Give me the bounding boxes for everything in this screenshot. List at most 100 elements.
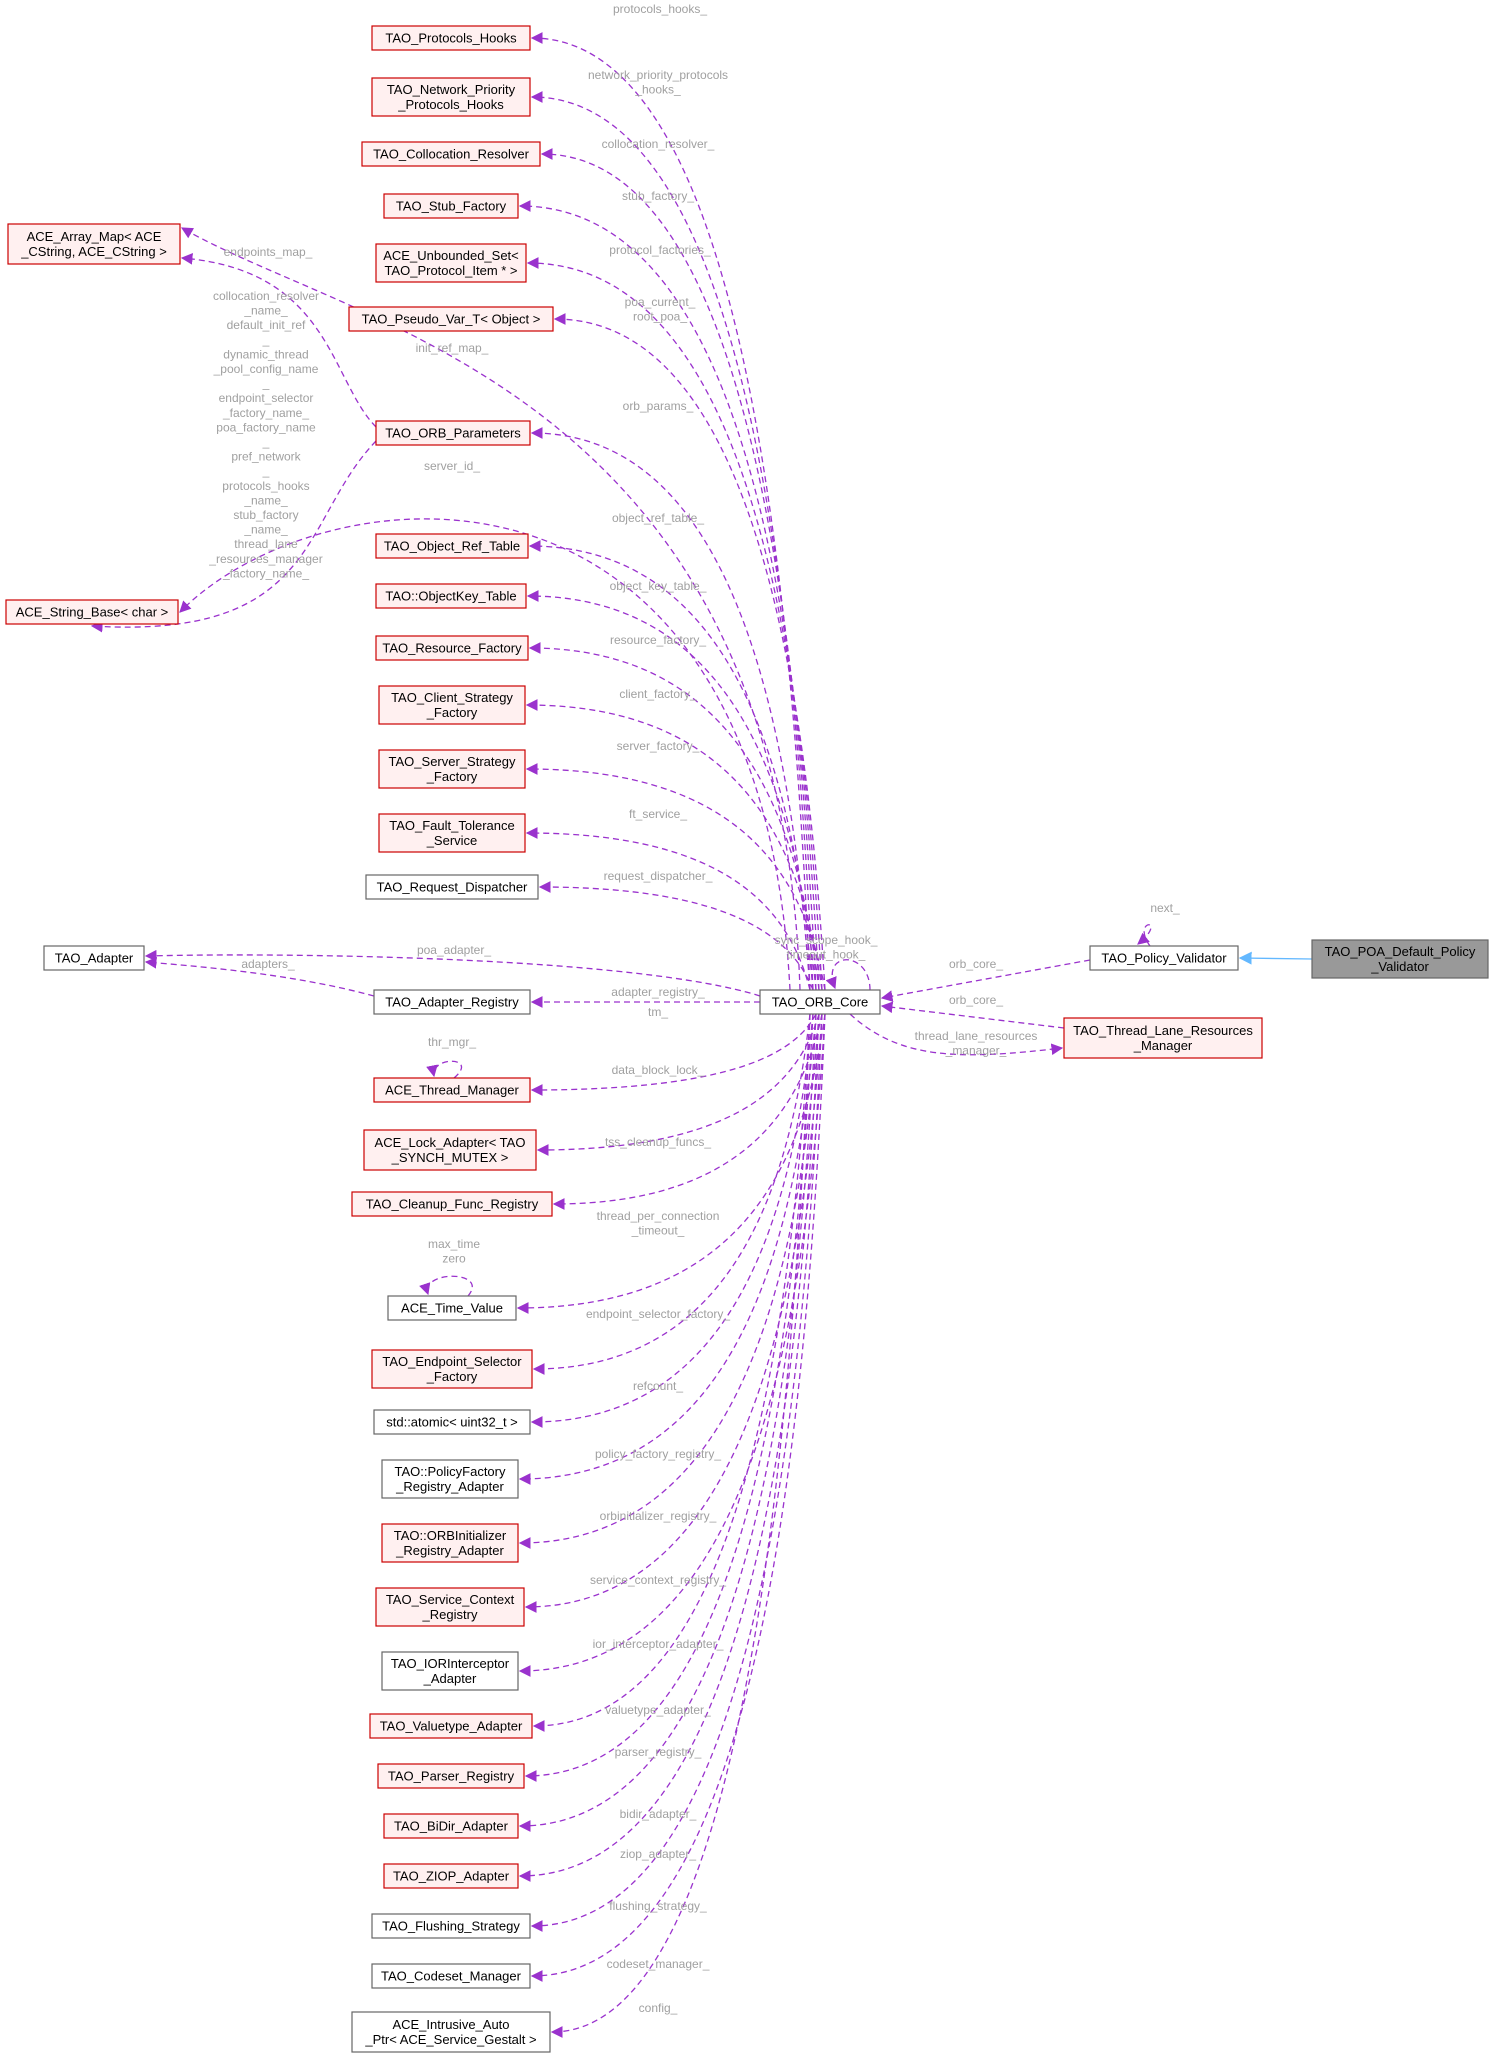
edge-intrusive bbox=[550, 1013, 811, 2038]
node-label: TAO_Pseudo_Var_T< Object > bbox=[362, 312, 541, 327]
edge-iorinterceptor bbox=[518, 1013, 826, 1677]
edge-request_dispatcher bbox=[538, 881, 814, 991]
node-flushing[interactable]: TAO_Flushing_Strategy bbox=[371, 1913, 531, 1939]
node-collocation-resolver[interactable]: TAO_Collocation_Resolver bbox=[361, 141, 541, 167]
edge-label-text: _hooks_ bbox=[634, 83, 681, 97]
edge-label-text: collocation_resolver bbox=[213, 289, 319, 303]
node-iorinterceptor[interactable]: TAO_IORInterceptor_Adapter bbox=[381, 1651, 519, 1691]
edge-label-tss-cleanup: tss_cleanup_funcs_ bbox=[605, 1135, 711, 1149]
node-label: TAO::PolicyFactory bbox=[394, 1464, 506, 1479]
edge-label-text: next_ bbox=[1150, 901, 1180, 915]
edge-label-text: server_factory_ bbox=[617, 739, 700, 753]
node-object-ref-table[interactable]: TAO_Object_Ref_Table bbox=[375, 533, 529, 559]
edge-label-text: orb_core_ bbox=[949, 993, 1003, 1007]
edge-label-flushing: flushing_strategy_ bbox=[609, 1899, 707, 1913]
node-box bbox=[1063, 1017, 1263, 1059]
node-server-strategy[interactable]: TAO_Server_Strategy_Factory bbox=[378, 749, 526, 789]
node-adapter-registry[interactable]: TAO_Adapter_Registry bbox=[373, 989, 531, 1015]
edge-orb-core-pv bbox=[880, 959, 1091, 1002]
node-service-context[interactable]: TAO_Service_Context_Registry bbox=[375, 1587, 525, 1627]
node-stub-factory[interactable]: TAO_Stub_Factory bbox=[383, 193, 519, 219]
edge-label-text: _ bbox=[262, 377, 270, 391]
node-label: TAO_IORInterceptor bbox=[391, 1656, 510, 1671]
edge-label-text: poa_current_ bbox=[625, 295, 696, 309]
node-label: TAO_Endpoint_Selector bbox=[382, 1354, 522, 1369]
node-resource-factory[interactable]: TAO_Resource_Factory bbox=[375, 635, 529, 661]
node-parser-registry[interactable]: TAO_Parser_Registry bbox=[377, 1763, 525, 1789]
edge-bidir bbox=[518, 1013, 817, 1832]
edge-label-endpoint-selector: endpoint_selector_factory_ bbox=[586, 1307, 730, 1321]
node-lock-adapter[interactable]: ACE_Lock_Adapter< TAO_SYNCH_MUTEX > bbox=[363, 1129, 537, 1171]
node-box bbox=[43, 945, 145, 971]
edge-label-text: protocols_hooks bbox=[222, 479, 309, 493]
node-box bbox=[7, 223, 181, 265]
node-adapter[interactable]: TAO_Adapter bbox=[43, 945, 145, 971]
node-time-value[interactable]: ACE_Time_Value bbox=[387, 1295, 517, 1321]
node-cleanup-func[interactable]: TAO_Cleanup_Func_Registry bbox=[351, 1191, 553, 1217]
node-objectkey-table[interactable]: TAO::ObjectKey_Table bbox=[375, 583, 527, 609]
edge-label-valuetype: valuetype_adapter_ bbox=[605, 1703, 711, 1717]
node-unbounded-set[interactable]: ACE_Unbounded_Set<TAO_Protocol_Item * > bbox=[375, 243, 527, 283]
node-label: ACE_Array_Map< ACE bbox=[27, 229, 162, 244]
node-atomic[interactable]: std::atomic< uint32_t > bbox=[373, 1409, 531, 1435]
edge-label-text: _ bbox=[262, 333, 270, 347]
node-label: _Factory bbox=[426, 1369, 478, 1384]
edge-label-text: tm_ bbox=[648, 1005, 668, 1019]
node-label: ACE_Unbounded_Set< bbox=[383, 248, 519, 263]
edge-label-text: orb_core_ bbox=[949, 957, 1003, 971]
edge-label-text: request_dispatcher_ bbox=[604, 869, 713, 883]
node-pseudo-var[interactable]: TAO_Pseudo_Var_T< Object > bbox=[348, 306, 554, 332]
edge-label-text: stub_factory_ bbox=[622, 189, 694, 203]
edge-label-tm: tm_ bbox=[648, 1005, 668, 1019]
edge-network_priority bbox=[530, 91, 814, 991]
node-label: ACE_Time_Value bbox=[401, 1301, 503, 1316]
edge-policyfactory bbox=[518, 1013, 817, 1485]
node-box bbox=[371, 1913, 531, 1939]
node-array-map[interactable]: ACE_Array_Map< ACE_CString, ACE_CString … bbox=[7, 223, 181, 265]
node-label: TAO_ORB_Core bbox=[772, 995, 869, 1010]
node-policy-validator[interactable]: TAO_Policy_Validator bbox=[1089, 945, 1239, 971]
edge-label-adapters: adapters_ bbox=[241, 957, 295, 971]
node-intrusive[interactable]: ACE_Intrusive_Auto_Ptr< ACE_Service_Gest… bbox=[351, 2011, 551, 2053]
edge-label-text: _manager_ bbox=[945, 1044, 1007, 1058]
node-fault-tolerance[interactable]: TAO_Fault_Tolerance_Service bbox=[378, 813, 526, 853]
node-box bbox=[375, 583, 527, 609]
node-box bbox=[371, 77, 531, 117]
node-valuetype[interactable]: TAO_Valuetype_Adapter bbox=[369, 1713, 533, 1739]
node-box bbox=[759, 989, 881, 1015]
node-box bbox=[383, 1813, 519, 1839]
node-orb-core[interactable]: TAO_ORB_Core bbox=[759, 989, 881, 1015]
node-string-base[interactable]: ACE_String_Base< char > bbox=[5, 599, 179, 625]
edge-flushing bbox=[530, 1013, 823, 1932]
node-codeset[interactable]: TAO_Codeset_Manager bbox=[371, 1963, 531, 1989]
edge-label-text: codeset_manager_ bbox=[607, 1957, 710, 1971]
edge-label-text: orb_params_ bbox=[623, 399, 694, 413]
node-label: TAO::ORBInitializer bbox=[394, 1528, 507, 1543]
node-label: _Protocols_Hooks bbox=[397, 97, 504, 112]
node-thread-manager[interactable]: ACE_Thread_Manager bbox=[373, 1077, 531, 1103]
edge-label-server-id: server_id_ bbox=[424, 459, 480, 473]
edge-label-network-priority: network_priority_protocols_hooks_ bbox=[588, 68, 728, 97]
node-label: _Service bbox=[426, 833, 478, 848]
node-request-dispatcher[interactable]: TAO_Request_Dispatcher bbox=[365, 874, 539, 900]
node-orb-parameters[interactable]: TAO_ORB_Parameters bbox=[375, 420, 531, 446]
node-protocols-hooks[interactable]: TAO_Protocols_Hooks bbox=[371, 25, 531, 51]
node-poa-default[interactable]: TAO_POA_Default_Policy_Validator bbox=[1311, 939, 1489, 979]
node-box bbox=[5, 599, 179, 625]
edge-label-stub-factory: stub_factory_ bbox=[622, 189, 694, 203]
node-policyfactory[interactable]: TAO::PolicyFactory_Registry_Adapter bbox=[381, 1459, 519, 1499]
edge-label-text: bidir_adapter_ bbox=[620, 1807, 697, 1821]
node-endpoint-selector[interactable]: TAO_Endpoint_Selector_Factory bbox=[371, 1349, 533, 1389]
node-label: TAO_Cleanup_Func_Registry bbox=[366, 1197, 539, 1212]
node-network-priority[interactable]: TAO_Network_Priority_Protocols_Hooks bbox=[371, 77, 531, 117]
node-ziop[interactable]: TAO_ZIOP_Adapter bbox=[383, 1863, 519, 1889]
node-label: TAO_Service_Context bbox=[386, 1592, 515, 1607]
node-orbinitializer[interactable]: TAO::ORBInitializer_Registry_Adapter bbox=[381, 1523, 519, 1563]
node-thread-lane[interactable]: TAO_Thread_Lane_Resources_Manager bbox=[1063, 1017, 1263, 1059]
node-label: TAO_Adapter_Registry bbox=[385, 995, 519, 1010]
node-label: TAO_Collocation_Resolver bbox=[373, 147, 529, 162]
edge-label-thr-mgr: thr_mgr_ bbox=[428, 1035, 476, 1049]
edge-orb_parameters bbox=[530, 427, 811, 991]
node-bidir[interactable]: TAO_BiDir_Adapter bbox=[383, 1813, 519, 1839]
node-client-strategy[interactable]: TAO_Client_Strategy_Factory bbox=[378, 685, 526, 725]
